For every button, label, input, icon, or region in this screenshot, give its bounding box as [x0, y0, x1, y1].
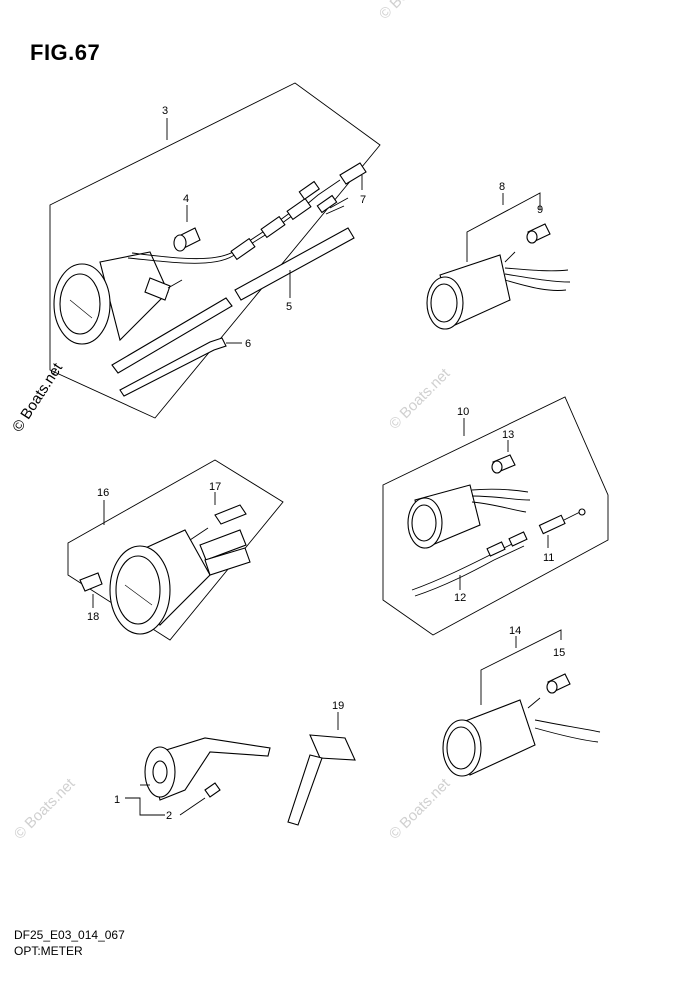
callout-17: 17: [209, 481, 221, 493]
callout-16: 16: [97, 487, 109, 499]
callout-14: 14: [509, 625, 521, 637]
watermark-faint-2: © Boats.net: [386, 365, 454, 433]
callout-9: 9: [537, 204, 543, 216]
callout-13: 13: [502, 429, 514, 441]
gauge-part-3: [53, 251, 183, 345]
callout-19: 19: [332, 700, 344, 712]
callout-labels: 1 2 3 4 5 6 7 8 9 10 11 12 13 14 15 16 1…: [87, 105, 565, 822]
group-10-frame: [382, 396, 609, 636]
screw-part-2: [179, 782, 221, 816]
callout-2: 2: [166, 810, 172, 822]
plug-part-7: [339, 162, 367, 190]
callout-5: 5: [286, 301, 292, 313]
group-16-kit: [67, 459, 284, 641]
holder-part-19: [287, 712, 356, 826]
bulb-part-18: [79, 572, 103, 608]
group-3-kit: [49, 82, 381, 419]
harness-part-12: [411, 531, 528, 597]
callout-11: 11: [543, 552, 554, 564]
tube-part-5: [111, 227, 355, 374]
figure-name: OPT:METER: [14, 944, 83, 958]
watermark-faint-4: © Boats.net: [386, 775, 454, 843]
gauge-part-14: [442, 697, 601, 777]
figure-title: FIG.67: [30, 40, 101, 65]
callout-4: 4: [183, 193, 189, 205]
callout-18: 18: [87, 611, 99, 623]
callout-6: 6: [245, 338, 251, 350]
watermark-main: © Boats.net: [9, 359, 67, 435]
callout-7: 7: [360, 194, 366, 206]
gauge-part-10: [407, 484, 531, 549]
group-16-frame: [67, 459, 284, 641]
bulb-part-4: [173, 205, 201, 252]
gauge-part-8: [426, 251, 571, 330]
callout-3: 3: [162, 105, 168, 117]
group-14-kit: [442, 629, 601, 777]
group-10-kit: [382, 396, 609, 636]
gauge-part-16: [109, 527, 251, 635]
plug-part-17: [214, 492, 247, 525]
callout-10: 10: [457, 406, 469, 418]
figure-code: DF25_E03_014_067: [14, 928, 125, 942]
group-8-kit: [426, 192, 571, 330]
bracket-part-1: [125, 737, 271, 816]
tie-part-6: [119, 337, 242, 397]
bulb-part-13: [491, 440, 516, 474]
callout-8: 8: [499, 181, 505, 193]
watermark-faint-3: © Boats.net: [11, 775, 79, 843]
faint-watermarks: © Boats.net © Boats.net © Boats.net © Bo…: [11, 0, 454, 843]
bulb-part-15: [546, 673, 571, 694]
callout-1: 1: [114, 794, 120, 806]
callout-12: 12: [454, 592, 466, 604]
bulb-part-9: [526, 223, 551, 244]
harness-part-11: [538, 508, 586, 548]
callout-15: 15: [553, 647, 565, 659]
watermark-faint-1: © Boats.net: [376, 0, 444, 23]
